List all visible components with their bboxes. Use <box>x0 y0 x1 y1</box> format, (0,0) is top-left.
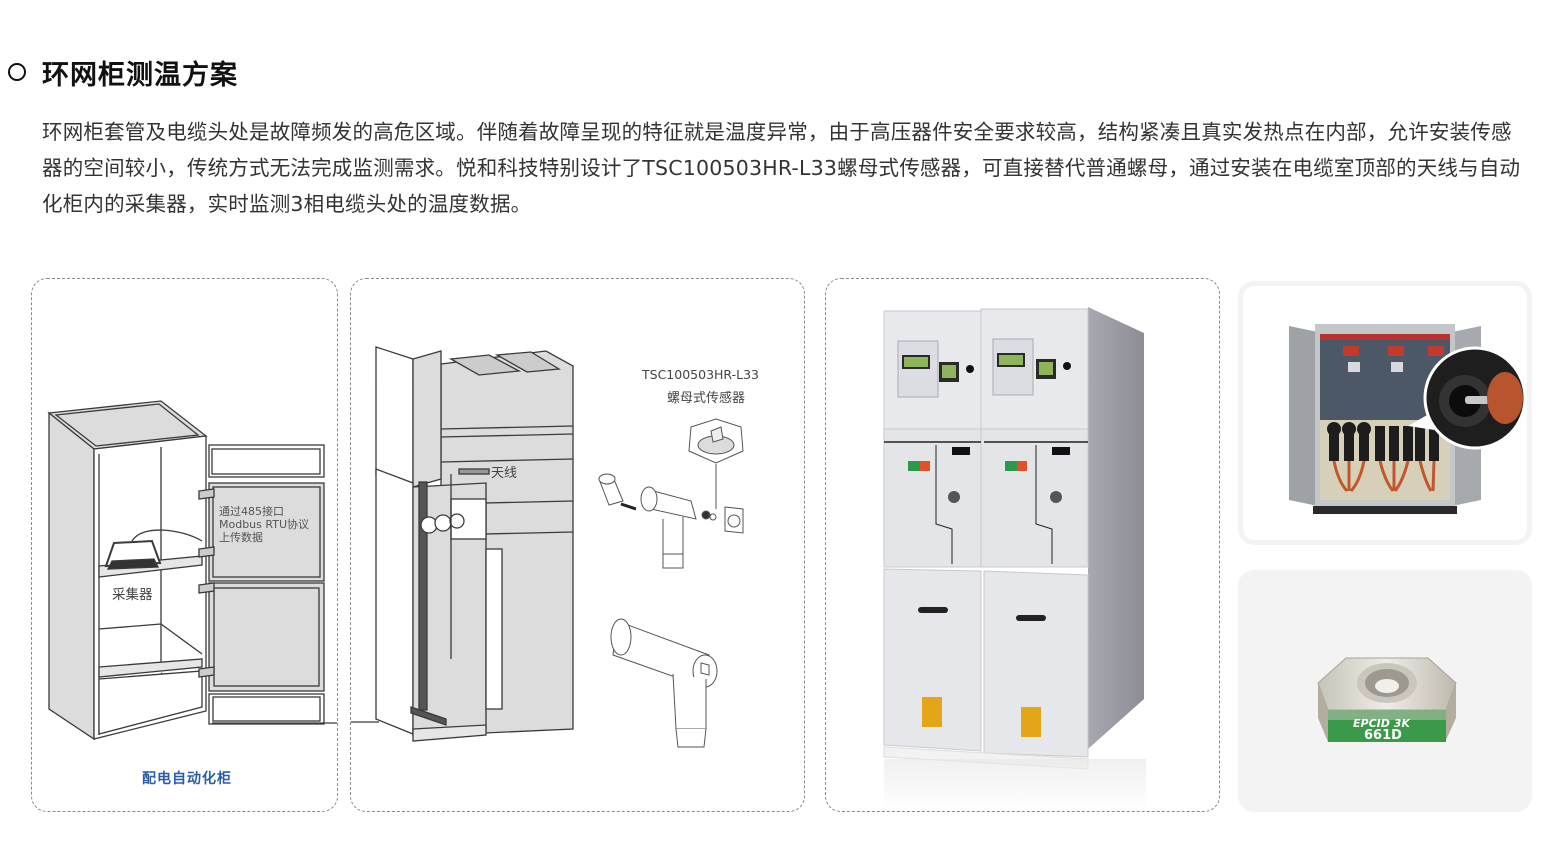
collector-label: 采集器 <box>112 587 153 603</box>
sensor-model-label: TSC100503HR-L33 <box>642 367 759 382</box>
automation-cabinet-figure: 通过485接口 Modbus RTU协议 上传数据 采集器 配电自动化柜 <box>31 278 338 812</box>
antenna-label: 天线 <box>491 466 518 481</box>
cable-compartment-photo <box>1238 281 1532 545</box>
ring-main-unit-diagram: 天线 TSC100503HR-L33 螺母式传感器 <box>350 278 805 812</box>
switchgear-image <box>883 307 1146 811</box>
nut-label-line1: EPCID 3K <box>1353 717 1410 730</box>
nut-label-line2: 661D <box>1364 728 1402 743</box>
cable-compartment-image <box>1289 324 1527 514</box>
section-heading: 环网柜测温方案 <box>8 52 238 92</box>
sensor-type-label: 螺母式传感器 <box>667 391 746 406</box>
ring-main-unit-illustration <box>351 346 744 748</box>
section-paragraph: 环网柜套管及电缆头处是故障频发的高危区域。伴随着故障呈现的特征就是温度异常，由于… <box>42 120 1521 216</box>
switchgear-photo <box>825 278 1220 812</box>
circle-bullet-icon <box>8 63 26 81</box>
nut-sensor-image <box>1317 657 1457 742</box>
annotation-line: 上传数据 <box>219 531 263 544</box>
nut-sensor-photo: EPCID 3K 661D <box>1238 570 1532 812</box>
automation-cabinet-caption: 配电自动化柜 <box>142 771 232 787</box>
annotation-line: 通过485接口 <box>219 505 284 518</box>
data-upload-annotation: 通过485接口 Modbus RTU协议 上传数据 <box>219 505 309 544</box>
automation-cabinet-illustration <box>47 400 337 741</box>
section-title: 环网柜测温方案 <box>42 59 238 91</box>
annotation-line: Modbus RTU协议 <box>219 518 309 531</box>
